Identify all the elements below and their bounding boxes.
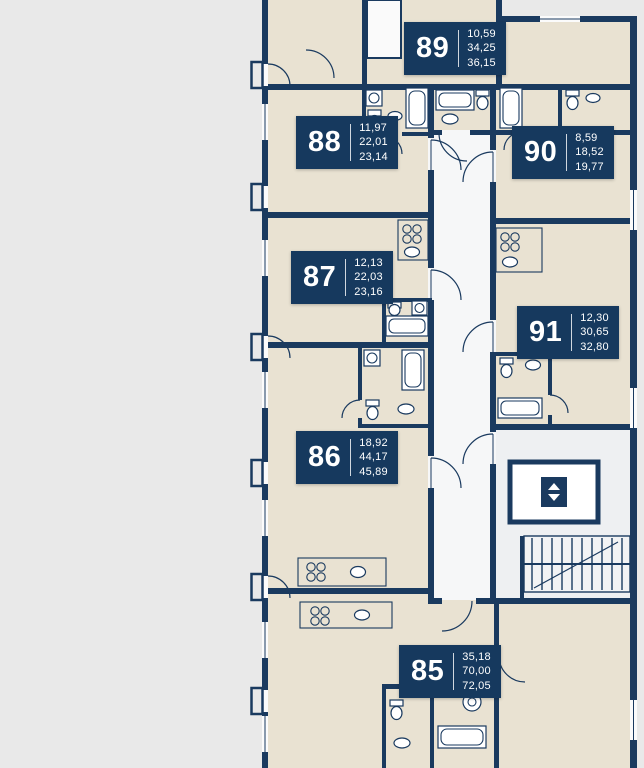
apartment-number: 91 — [529, 315, 563, 348]
stove-icon — [310, 606, 330, 626]
elevator — [507, 459, 601, 525]
area-value: 12,30 — [580, 312, 609, 324]
elevator-icon — [541, 477, 567, 507]
area-value: 35,18 — [462, 651, 491, 663]
label-divider — [350, 124, 352, 161]
toilet-icon — [387, 301, 402, 317]
area-value: 23,14 — [359, 150, 388, 163]
apartment-number: 88 — [308, 125, 342, 158]
apartment-number: 90 — [524, 135, 558, 168]
sink-icon — [403, 246, 421, 258]
apartment-label-89[interactable]: 89 10,59 34,25 36,15 — [404, 22, 506, 75]
sink-icon — [585, 92, 601, 104]
bathtub-icon — [499, 87, 523, 129]
apartment-label-86[interactable]: 86 18,92 44,17 45,89 — [296, 431, 398, 484]
fixtures — [297, 87, 601, 749]
toilet-icon — [565, 89, 580, 111]
area-value: 10,59 — [467, 28, 496, 40]
washer-icon — [365, 89, 383, 107]
apartment-label-87[interactable]: 87 12,13 22,03 23,16 — [291, 251, 393, 304]
bathtub-icon — [435, 89, 475, 111]
area-value: 44,17 — [359, 451, 388, 464]
label-divider — [458, 30, 460, 67]
area-value: 45,89 — [359, 465, 388, 478]
area-value: 18,52 — [575, 146, 604, 159]
area-value: 30,65 — [580, 326, 609, 339]
sink-icon — [353, 609, 371, 621]
stove-icon — [306, 562, 326, 582]
area-value: 8,59 — [575, 132, 598, 144]
sink-icon — [524, 359, 542, 371]
washer-icon — [411, 300, 428, 316]
apartment-areas: 11,97 22,01 23,14 — [359, 121, 388, 164]
apartment-label-85[interactable]: 85 35,18 70,00 72,05 — [399, 645, 501, 698]
label-divider — [345, 259, 347, 296]
toilet-icon — [499, 357, 514, 379]
label-divider — [571, 314, 573, 351]
apartment-areas: 12,30 30,65 32,80 — [580, 311, 609, 354]
label-divider — [453, 653, 455, 690]
apartment-areas: 35,18 70,00 72,05 — [462, 650, 491, 693]
apartment-label-88[interactable]: 88 11,97 22,01 23,14 — [296, 116, 398, 169]
area-value: 34,25 — [467, 42, 496, 55]
apartment-areas: 12,13 22,03 23,16 — [354, 256, 383, 299]
area-value: 11,97 — [359, 122, 387, 134]
apartment-label-91[interactable]: 91 12,30 30,65 32,80 — [517, 306, 619, 359]
apartment-number: 89 — [416, 31, 450, 64]
bathtub-icon — [385, 315, 429, 337]
label-divider — [566, 134, 568, 171]
area-value: 23,16 — [354, 285, 383, 298]
balconies — [250, 60, 264, 716]
toilet-icon — [389, 699, 404, 721]
bathtub-icon — [497, 397, 543, 419]
area-value: 72,05 — [462, 679, 491, 692]
bathtub-icon — [405, 87, 429, 129]
stove-icon — [402, 224, 422, 244]
door-arcs — [267, 49, 569, 683]
apartment-areas: 18,92 44,17 45,89 — [359, 436, 388, 479]
area-value: 22,03 — [354, 271, 383, 284]
stairs-icon — [523, 535, 631, 593]
area-value: 22,01 — [359, 136, 388, 149]
sink-icon — [397, 403, 415, 415]
apartment-number: 86 — [308, 440, 342, 473]
windows — [262, 16, 637, 752]
area-value: 19,77 — [575, 160, 604, 173]
sink-icon — [393, 737, 411, 749]
apartment-areas: 10,59 34,25 36,15 — [467, 27, 496, 70]
apartment-number: 87 — [303, 260, 337, 293]
toilet-icon — [365, 399, 380, 421]
washer-icon — [363, 349, 381, 367]
area-value: 70,00 — [462, 665, 491, 678]
sink-icon — [441, 113, 459, 125]
label-divider — [350, 439, 352, 476]
area-value: 12,13 — [354, 257, 383, 269]
sink-icon — [501, 256, 519, 268]
apartment-label-90[interactable]: 90 8,59 18,52 19,77 — [512, 126, 614, 179]
sink-icon — [349, 565, 367, 579]
area-value: 18,92 — [359, 437, 388, 449]
corridor — [428, 130, 496, 600]
stove-icon — [500, 232, 520, 252]
apartment-number: 85 — [411, 654, 445, 687]
bathtub-icon — [437, 725, 487, 749]
area-value: 36,15 — [467, 56, 496, 69]
apartment-areas: 8,59 18,52 19,77 — [575, 131, 604, 174]
area-value: 32,80 — [580, 340, 609, 353]
toilet-icon — [475, 89, 490, 111]
bathtub-icon — [401, 349, 425, 391]
balcony — [366, 0, 402, 59]
